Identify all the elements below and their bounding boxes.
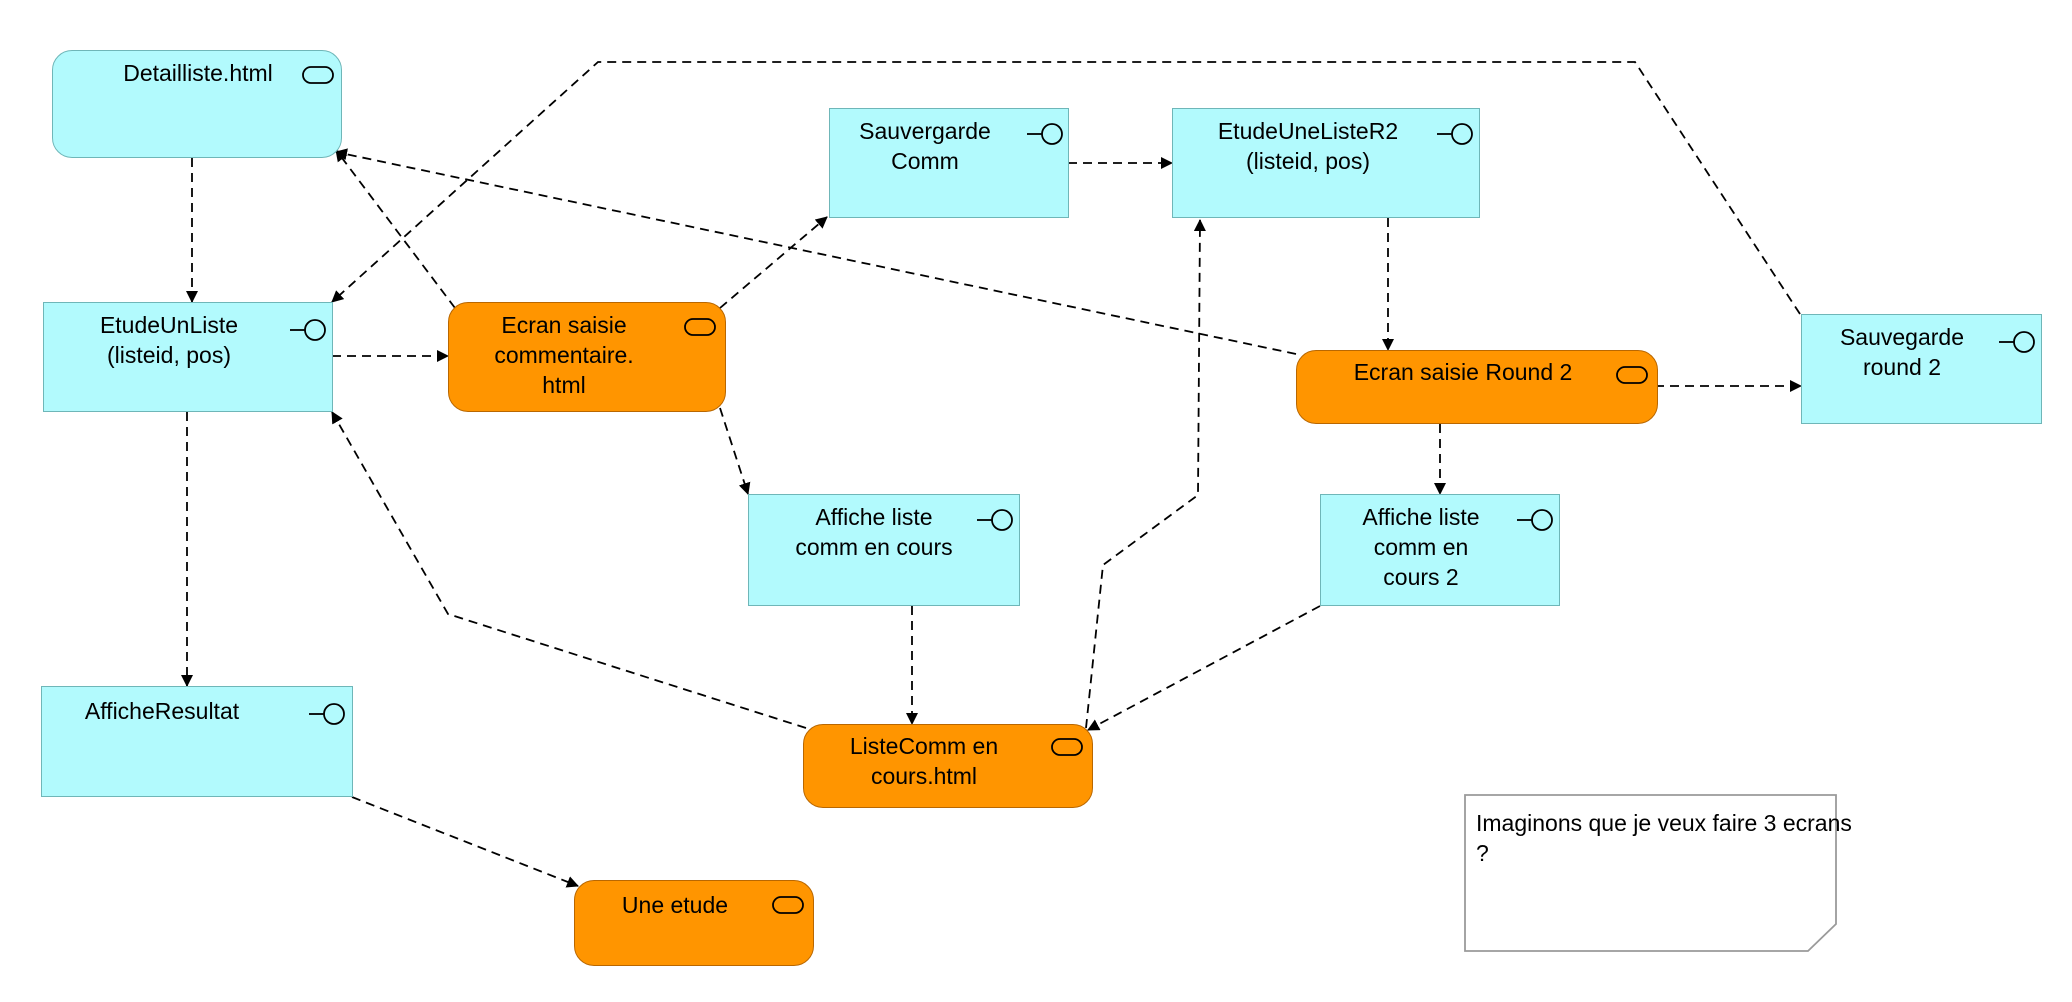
boundary-icon [977,509,1013,531]
screen-icon [302,66,334,84]
edge-affiche-liste2-listecomm [1087,605,1321,731]
note[interactable]: Imaginons que je veux faire 3 ecrans ? [1464,794,1852,952]
node-sauvegarde-round2[interactable]: Sauvegarde round 2 [1801,314,2042,424]
node-label: Affiche liste comm en cours [795,504,953,560]
screen-icon [684,318,716,336]
node-ecran-saisie-commentaire[interactable]: Ecran saisie commentaire. html [448,302,726,412]
node-afficheresultat[interactable]: AfficheResultat [41,686,353,797]
node-label: Ecran saisie Round 2 [1353,359,1573,385]
edge-listecomm-etudeunelister2 [1085,219,1206,729]
boundary-icon [1999,331,2035,353]
boundary-icon [1027,123,1063,145]
node-label: EtudeUneListeR2 (listeid, pos) [1217,118,1399,174]
edge-sauvegarde-round2-etudeunliste [331,61,1801,315]
edge-afficheresultat-une-etude [351,796,579,888]
note-shape [1464,794,1837,952]
node-affiche-liste-comm[interactable]: Affiche liste comm en cours [748,494,1020,606]
boundary-icon [1517,509,1553,531]
node-label: AfficheResultat [84,698,240,724]
node-etudeunliste[interactable]: EtudeUnListe (listeid, pos) [43,302,333,412]
node-label: Sauvegarde round 2 [1839,324,1965,380]
boundary-icon [1437,123,1473,145]
edge-ecran-saisie-detailliste [335,149,456,309]
node-une-etude[interactable]: Une etude [574,880,814,966]
node-sauvegarde-comm[interactable]: Sauvergarde Comm [829,108,1069,218]
node-ecran-saisie-round2[interactable]: Ecran saisie Round 2 [1296,350,1658,424]
node-etudeunelister2[interactable]: EtudeUneListeR2 (listeid, pos) [1172,108,1480,218]
node-label: ListeComm en cours.html [849,733,999,789]
node-label: EtudeUnListe (listeid, pos) [99,312,239,368]
edge-listecomm-etudeunliste [331,411,807,729]
screen-icon [772,896,804,914]
edge-ecran-saisie-affiche-liste [719,407,751,495]
node-affiche-liste-comm2[interactable]: Affiche liste comm en cours 2 [1320,494,1560,606]
note-text: Imaginons que je veux faire 3 ecrans ? [1476,810,1852,866]
node-label: Detailliste.html [123,60,273,86]
boundary-icon [309,703,345,725]
node-listecomm[interactable]: ListeComm en cours.html [803,724,1093,808]
screen-icon [1616,366,1648,384]
node-label: Sauvergarde Comm [859,118,991,174]
boundary-icon [290,319,326,341]
node-label: Une etude [621,892,729,918]
edge-ecran-saisie-sauvegarde-comm [719,216,828,309]
screen-icon [1051,738,1083,756]
node-label: Ecran saisie commentaire. html [494,312,634,398]
node-detailliste[interactable]: Detailliste.html [52,50,342,158]
edge-ecran-round2-detailliste [335,148,1297,355]
node-label: Affiche liste comm en cours 2 [1362,504,1480,590]
